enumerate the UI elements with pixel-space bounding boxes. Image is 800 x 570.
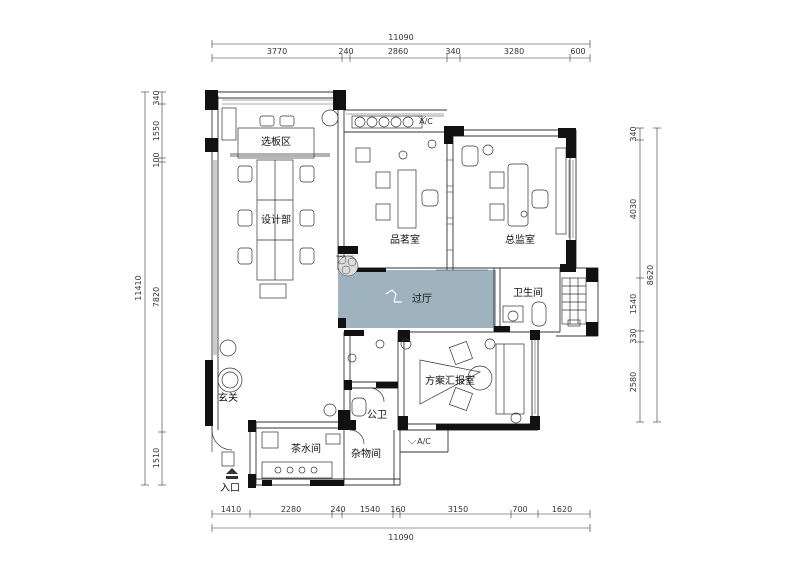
right-dim-2: 4030	[629, 199, 638, 219]
bottom-total-dim: 11090	[388, 533, 413, 542]
right-dim-1: 340	[629, 126, 638, 141]
bottom-dim-6: 3150	[448, 505, 468, 514]
glass-partition	[446, 159, 454, 251]
ac-label-bottom: A/C	[417, 437, 431, 446]
top-dim-3: 2860	[388, 47, 408, 56]
design-dept-furniture	[219, 159, 315, 357]
bottom-dim-1: 1410	[221, 505, 241, 514]
bathroom-furniture	[502, 277, 587, 327]
ac-unit-top	[414, 115, 444, 121]
room-label-rukou: 入口	[220, 483, 240, 494]
left-dim-4: 7820	[152, 287, 161, 307]
room-label-weisheng: 卫生间	[513, 286, 543, 299]
room-label-gongwei: 公卫	[367, 410, 387, 421]
bottom-dim-5: 160	[390, 505, 405, 514]
public-toilet-furniture	[347, 339, 385, 417]
hall-area	[338, 270, 496, 328]
top-dimensions	[211, 40, 591, 62]
director-office-furniture	[461, 144, 567, 235]
left-total-dim: 11410	[134, 275, 143, 300]
bottom-dim-2: 2280	[281, 505, 301, 514]
top-dim-1: 3770	[267, 47, 287, 56]
right-dim-3: 1540	[629, 294, 638, 314]
board-selection-furniture	[221, 107, 339, 159]
left-dim-2: 1550	[152, 121, 161, 141]
left-dimensions	[141, 91, 166, 486]
top-total-dim: 11090	[388, 33, 413, 42]
top-dim-5: 3280	[504, 47, 524, 56]
room-label-xuanban: 选板区	[261, 135, 291, 148]
room-label-zongjian: 总监室	[505, 233, 535, 246]
right-total-dim: 8620	[646, 265, 655, 285]
entrance-furniture	[211, 367, 337, 467]
room-label-xuanguan: 玄关	[218, 391, 238, 404]
right-dim-5: 2580	[629, 372, 638, 392]
left-dim-5: 1510	[152, 448, 161, 468]
entrance-arrow-icon	[226, 468, 238, 479]
plant-hall	[337, 255, 359, 277]
room-label-pinming: 品茗室	[390, 233, 420, 246]
bottom-dimensions	[211, 510, 591, 532]
bottom-dim-8: 1620	[552, 505, 572, 514]
presentation-room-furniture	[400, 338, 525, 424]
right-dimensions	[636, 127, 661, 423]
bottom-dim-7: 700	[512, 505, 527, 514]
top-dim-2: 240	[338, 47, 353, 56]
left-dim-1: 340	[152, 90, 161, 105]
room-label-chashui: 茶水间	[291, 442, 321, 455]
ac-unit-bottom	[407, 439, 417, 445]
left-dim-3: 100	[152, 152, 161, 167]
ac-label-top: A/C	[419, 117, 433, 126]
solid-walls	[205, 90, 598, 488]
right-dim-4: 330	[629, 328, 638, 343]
bottom-dim-3: 240	[330, 505, 345, 514]
room-label-zawu: 杂物间	[351, 447, 381, 460]
windows	[213, 99, 574, 414]
tea-room-furniture	[351, 115, 439, 229]
top-dim-6: 600	[570, 47, 585, 56]
hall-furniture	[385, 289, 402, 303]
room-label-fangan: 方案汇报室	[425, 374, 475, 387]
room-label-guoting: 过厅	[412, 292, 432, 305]
top-dim-4: 340	[445, 47, 460, 56]
room-label-sheji: 设计部	[261, 213, 291, 226]
bottom-dim-4: 1540	[360, 505, 380, 514]
pantry-furniture	[261, 429, 365, 479]
